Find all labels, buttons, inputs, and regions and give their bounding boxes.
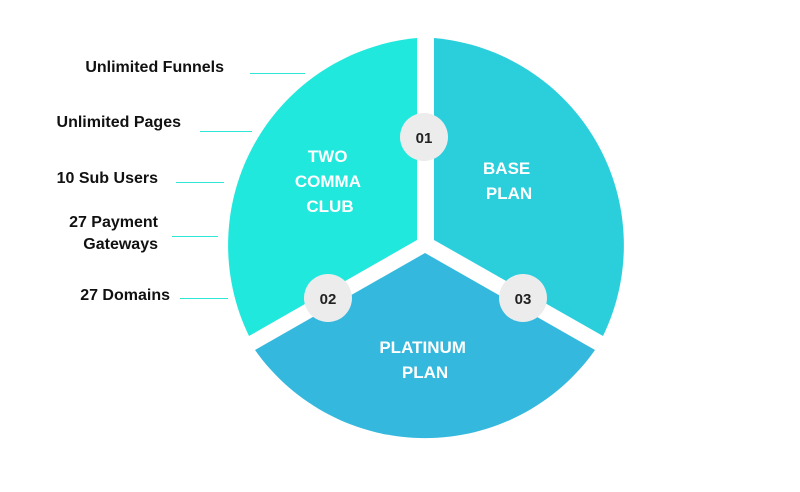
badge-01: 01	[400, 113, 448, 161]
leader-line	[176, 182, 224, 183]
label-line: PLAN	[486, 184, 532, 203]
badge-03: 03	[499, 274, 547, 322]
segment-two-comma-club	[228, 38, 417, 336]
feature-unlimited-funnels: Unlimited Funnels	[85, 59, 224, 76]
label-line: COMMA	[295, 172, 361, 191]
leader-line	[180, 298, 228, 299]
badge-circle	[499, 274, 547, 322]
badge-02: 02	[304, 274, 352, 322]
label-line: PLATINUM	[379, 338, 466, 357]
badge-number: 01	[416, 130, 433, 147]
feature-sub-users: 10 Sub Users	[56, 170, 158, 187]
segment-label-base-plan: BASE PLAN	[483, 159, 535, 203]
segment-base-plan	[434, 38, 624, 336]
label-line: PLAN	[402, 363, 448, 382]
badge-circle	[400, 113, 448, 161]
segment-label-platinum-plan: PLATINUM PLAN	[379, 338, 470, 382]
leader-line	[172, 236, 218, 237]
segment-label-two-comma-club: TWO COMMA CLUB	[295, 147, 365, 216]
leader-line	[200, 131, 252, 132]
leader-line	[250, 73, 305, 74]
badge-number: 03	[515, 291, 532, 308]
label-line: TWO	[308, 147, 348, 166]
feature-domains: 27 Domains	[80, 287, 170, 304]
badge-number: 02	[320, 291, 337, 308]
feature-unlimited-pages: Unlimited Pages	[56, 114, 181, 131]
segment-platinum-plan	[255, 253, 595, 439]
badge-circle	[304, 274, 352, 322]
label-line: CLUB	[306, 197, 353, 216]
label-line: BASE	[483, 159, 530, 178]
